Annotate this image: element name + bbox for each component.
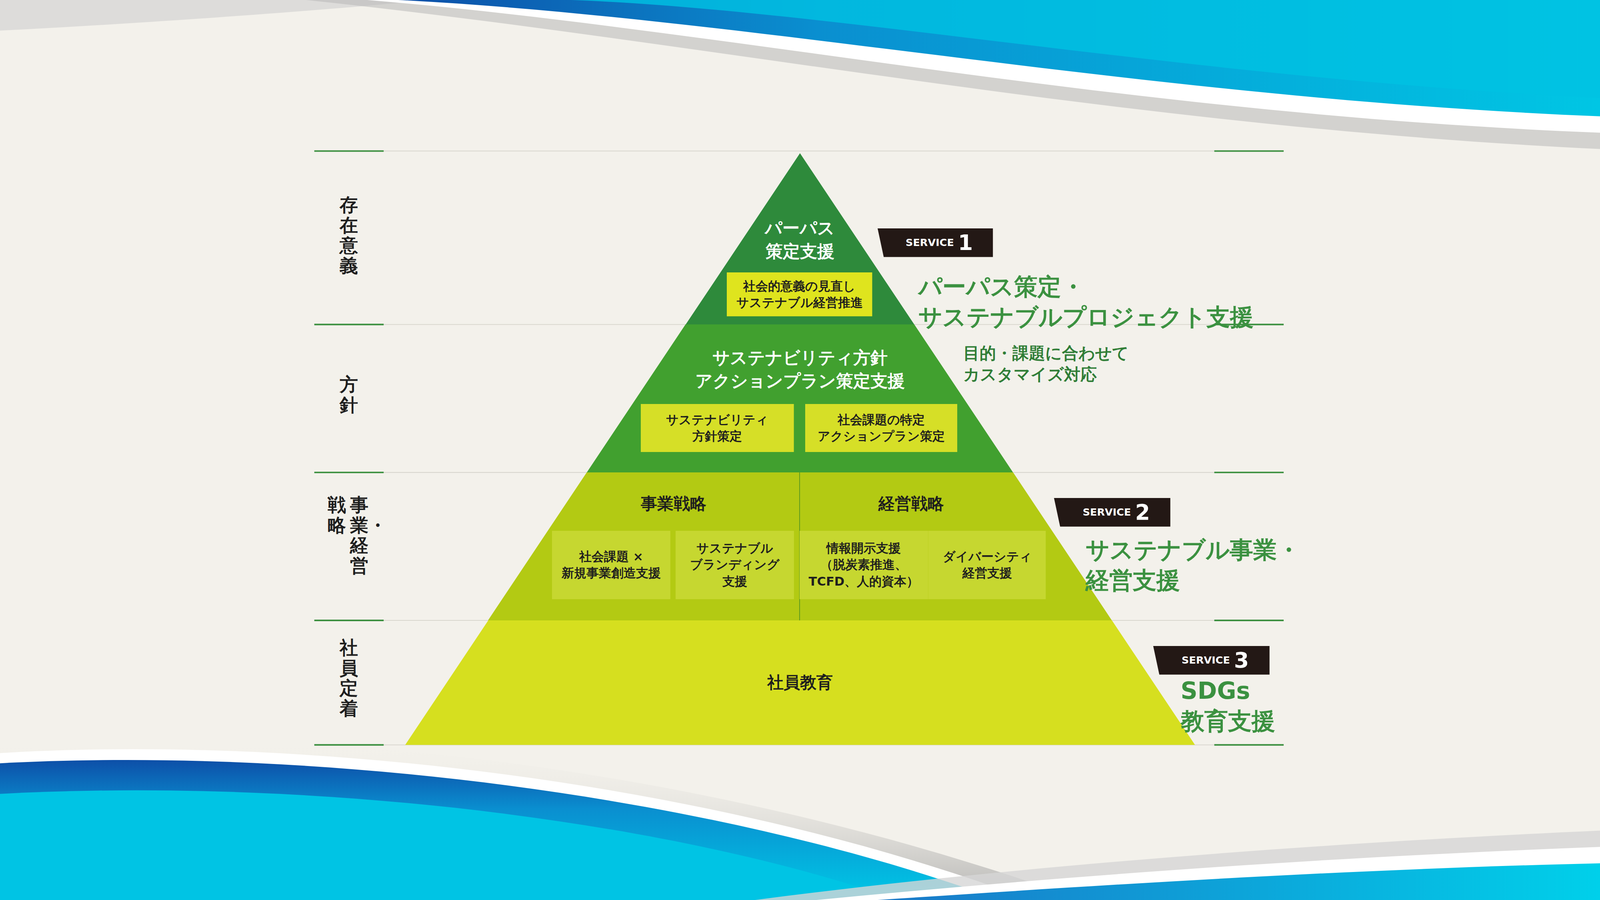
service-heading: SDGs 教育支援 bbox=[1180, 675, 1283, 737]
level-label: 事業・経営 bbox=[350, 494, 369, 576]
tag-number: 1 bbox=[958, 232, 973, 254]
service-box: 社会課題の特定 アクションプラン策定 bbox=[805, 404, 958, 452]
wave-shade bbox=[755, 830, 1600, 900]
wave-blue bbox=[398, 0, 1600, 117]
tag-row: SERVICE2 bbox=[1054, 498, 1175, 527]
tag-row: SERVICE 3 bbox=[1153, 646, 1274, 675]
box-text: サステナブル ブランディング 支援 bbox=[686, 540, 784, 590]
tag-number: 2 bbox=[1135, 501, 1150, 524]
tag-word: SERVICE bbox=[1181, 655, 1230, 666]
tag-word: SERVICE bbox=[1082, 507, 1132, 518]
box-text: 社会的意義の見直し サステナブル経営推進 bbox=[732, 278, 868, 312]
pyramid-band-half: 経営戦略情報開示支援 （脱炭素推進、 TCFD、人的資本） ダイバーシティ 経営支… bbox=[800, 472, 1112, 621]
service-box-fill bbox=[799, 530, 929, 600]
level-mark bbox=[1214, 150, 1284, 152]
service-box-fill bbox=[675, 530, 794, 600]
box-text: ダイバーシティ 経営支援 bbox=[939, 548, 1036, 582]
band-heading: 社員教育 bbox=[764, 671, 836, 694]
wave-edge bbox=[367, 0, 1600, 133]
level-mark bbox=[314, 471, 384, 474]
level-mark bbox=[1214, 619, 1284, 622]
node-shape bbox=[928, 530, 1046, 600]
pyramid-band-half: 事業戦略社会課題 × 新規事業創造支援サステナブル ブランディング 支援 bbox=[488, 472, 800, 621]
node-shape bbox=[640, 404, 794, 452]
service-box: 社会課題 × 新規事業創造支援 bbox=[552, 530, 671, 600]
service-box-fill bbox=[805, 404, 958, 452]
pyramid-band: サステナビリティ方針 アクションプラン策定支援サステナビリティ 方針策定 社会課題… bbox=[586, 324, 1014, 473]
service-box: 情報開示支援 （脱炭素推進、 TCFD、人的資本） bbox=[799, 530, 929, 600]
box-text: 情報開示支援 （脱炭素推進、 TCFD、人的資本） bbox=[804, 540, 923, 590]
wave-blue bbox=[877, 863, 1600, 900]
wave-cyan bbox=[0, 790, 898, 900]
service-note: 目的・課題に合わせて カスタマイズ対応 bbox=[963, 342, 1140, 386]
level-mark bbox=[314, 323, 384, 326]
service-tag: SERVICE 3 bbox=[1153, 646, 1270, 675]
pyramid-base: 社員教育 bbox=[405, 620, 1195, 745]
band-heading: 経営戦略 bbox=[875, 492, 948, 515]
service-box: 社会的意義の見直し サステナブル経営推進 bbox=[726, 272, 873, 317]
wave-edge bbox=[816, 846, 1600, 900]
service-box: ダイバーシティ 経営支援 bbox=[928, 530, 1046, 600]
box-text: 社会課題 × 新規事業創造支援 bbox=[558, 548, 665, 582]
node-shape bbox=[552, 530, 671, 600]
level-mark bbox=[314, 150, 384, 152]
wave-edge bbox=[0, 749, 1031, 900]
service-box-fill bbox=[552, 530, 671, 600]
level-mark bbox=[314, 619, 384, 622]
box-text: 社会課題の特定 アクションプラン策定 bbox=[813, 411, 950, 445]
service-heading: サステナブル事業・ 経営支援 bbox=[1085, 534, 1314, 596]
level-label: 社員定着 bbox=[339, 637, 358, 719]
wave-cyan bbox=[571, 0, 1600, 98]
wave-shade bbox=[0, 738, 1082, 900]
service-tag-fill bbox=[1054, 498, 1171, 527]
pyramid-base-fill bbox=[405, 620, 1195, 745]
level-mark bbox=[314, 744, 384, 746]
level-label: 存在意義 bbox=[339, 194, 358, 276]
band-heading: パーパス 策定支援 bbox=[762, 216, 838, 264]
service-tag: SERVICE 1 bbox=[877, 228, 993, 257]
service-heading: パーパス策定・ サステナブルプロジェクト支援 bbox=[918, 271, 1273, 333]
band-heading: サステナビリティ方針 アクションプラン策定支援 bbox=[688, 346, 912, 393]
service-box: サステナビリティ 方針策定 bbox=[640, 404, 794, 452]
level-label: 戦略 bbox=[327, 494, 346, 536]
tag-row: SERVICE 1 bbox=[877, 228, 997, 257]
tag-word: SERVICE bbox=[905, 237, 954, 248]
service-box: サステナブル ブランディング 支援 bbox=[675, 530, 794, 600]
tag-number: 3 bbox=[1234, 649, 1249, 672]
pyramid-band-fill bbox=[586, 324, 1014, 473]
wave-blue bbox=[0, 760, 1000, 900]
service-tag-fill bbox=[877, 228, 993, 257]
wave-shade bbox=[306, 0, 1600, 149]
service-box-fill bbox=[726, 272, 873, 317]
service-tag-fill bbox=[1153, 646, 1270, 675]
level-rule bbox=[383, 150, 1215, 152]
service-tag: SERVICE2 bbox=[1054, 498, 1171, 527]
service-box-fill bbox=[640, 404, 794, 452]
band-heading: 事業戦略 bbox=[637, 492, 710, 515]
pyramid-band-half-fill bbox=[488, 472, 800, 621]
level-mark bbox=[1214, 471, 1284, 474]
level-mark bbox=[1214, 744, 1284, 746]
node-shape bbox=[805, 404, 958, 452]
service-box-fill bbox=[928, 530, 1046, 600]
level-label: 方針 bbox=[339, 374, 358, 415]
node-shape bbox=[726, 272, 873, 317]
box-text: サステナビリティ 方針策定 bbox=[662, 411, 773, 445]
